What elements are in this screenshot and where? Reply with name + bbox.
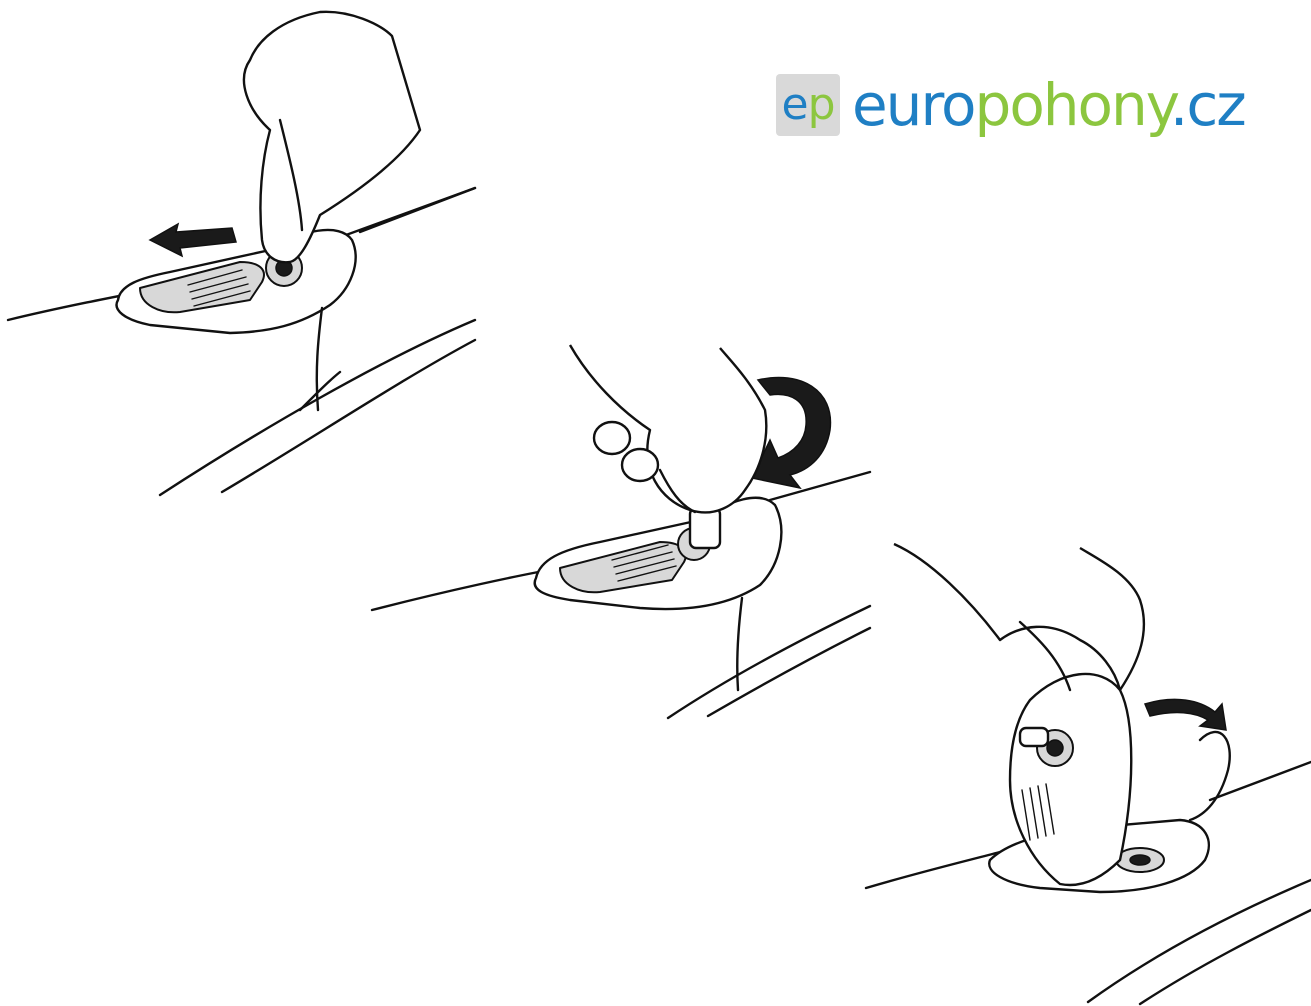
logo-wordmark: europohony.cz	[852, 76, 1245, 134]
logo-badge-e: e	[781, 83, 807, 127]
knuckle	[594, 422, 630, 454]
key-head	[690, 508, 720, 548]
arrow-lift-icon	[1145, 699, 1226, 730]
roof-edge	[372, 568, 560, 610]
step-3-panel	[866, 544, 1311, 1004]
mount-hole-center	[1130, 855, 1150, 865]
logo-word-euro: euro	[852, 71, 975, 139]
lock-keyhole	[1047, 740, 1063, 756]
foot-stem	[737, 598, 742, 690]
sleeve-line	[360, 188, 475, 232]
roof-rail	[668, 606, 870, 718]
roof-rail	[1140, 910, 1311, 1004]
roof-rail	[222, 340, 475, 492]
roof-edge	[866, 852, 1000, 888]
step-1-panel	[8, 12, 475, 495]
arrow-left-icon	[150, 224, 236, 256]
foot-stem	[317, 308, 322, 410]
logo-word-dot: .	[1170, 71, 1186, 139]
step-2-panel	[372, 345, 870, 718]
knuckle	[622, 449, 658, 481]
logo-word-cz: cz	[1186, 71, 1244, 139]
logo-badge-p: p	[808, 83, 835, 127]
hand-lifting	[894, 544, 1144, 690]
hand-pressing	[244, 12, 420, 262]
roof-rail	[708, 628, 870, 716]
key-head	[1020, 728, 1048, 746]
hinge-strap	[1190, 732, 1230, 820]
roof-rail	[1088, 880, 1311, 1002]
logo-word-pohony: pohony	[975, 71, 1170, 139]
